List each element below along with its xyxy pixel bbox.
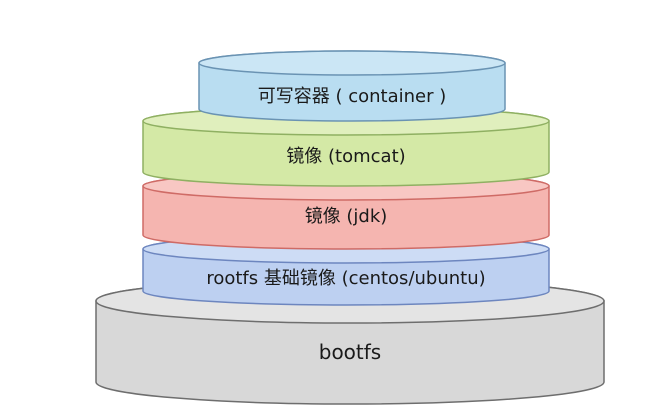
layer-container-label: 可写容器 ( container ) (258, 86, 447, 107)
layer-jdk-label: 镜像 (jdk) (305, 206, 388, 227)
layer-tomcat-label: 镜像 (tomcat) (286, 146, 405, 167)
layer-rootfs-label: rootfs 基础镜像 (centos/ubuntu) (206, 268, 485, 289)
layer-container-top (198, 50, 506, 76)
layer-bootfs-label: bootfs (319, 340, 381, 364)
layer-container: 可写容器 ( container ) (198, 50, 506, 122)
